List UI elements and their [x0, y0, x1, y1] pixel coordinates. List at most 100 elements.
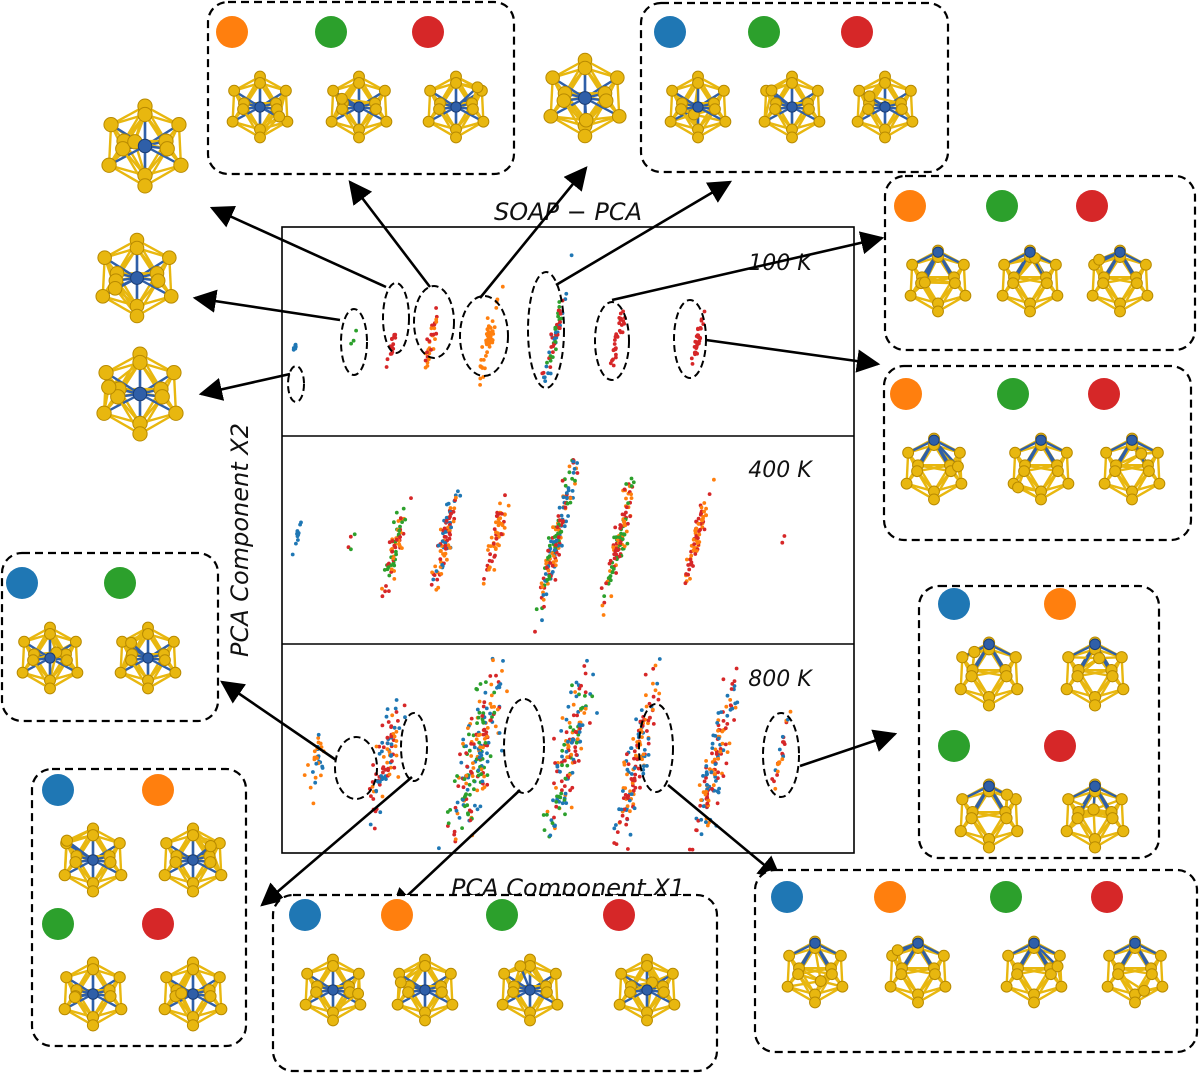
scatter-point: [712, 477, 716, 482]
scatter-point: [718, 749, 723, 754]
scatter-point: [622, 762, 627, 767]
scatter-point: [541, 593, 546, 597]
gold-atom: [1002, 949, 1015, 962]
gold-atom: [1071, 812, 1084, 825]
gold-atom: [186, 885, 200, 898]
scatter-point: [371, 763, 375, 767]
gold-atom: [169, 666, 182, 679]
scatter-point: [478, 383, 482, 387]
scatter-point: [547, 350, 552, 355]
scatter-point: [493, 724, 498, 729]
gold-atom: [204, 856, 217, 869]
scatter-point: [657, 691, 662, 696]
gold-atom: [158, 869, 171, 882]
dopant-atom: [912, 937, 924, 949]
scatter-point: [559, 729, 564, 733]
scatter-point: [565, 755, 569, 760]
selection-ellipse: [638, 703, 674, 793]
gold-atom: [641, 1014, 653, 1027]
scatter-point: [439, 560, 443, 564]
scatter-point: [629, 496, 634, 500]
selection-ellipse: [503, 698, 545, 794]
scatter-point: [694, 549, 699, 553]
gold-atom: [125, 636, 138, 649]
gold-atom: [104, 856, 117, 869]
scatter-point: [554, 347, 558, 352]
scatter-point: [542, 375, 546, 380]
scatter-point: [383, 589, 387, 594]
scatter-point: [568, 788, 572, 793]
dopant-atom: [1024, 246, 1036, 258]
scatter-point: [488, 754, 493, 759]
gold-atom: [44, 682, 56, 695]
scatter-point: [640, 757, 644, 762]
gold-atom: [1139, 258, 1152, 271]
gold-atom: [186, 1019, 200, 1032]
scatter-point: [403, 517, 408, 522]
scatter-point: [425, 337, 430, 342]
scatter-point: [448, 506, 453, 510]
scatter-point: [607, 561, 612, 566]
scatter-point: [497, 731, 502, 735]
scatter-point: [389, 742, 394, 747]
y-axis-label: PCA Component X2: [226, 423, 254, 657]
scatter-point: [701, 790, 706, 795]
scatter-point: [548, 561, 553, 565]
gold-atom: [446, 998, 459, 1011]
scatter-point: [447, 536, 452, 541]
scatter-point: [566, 739, 570, 744]
gold-atom: [16, 666, 29, 679]
gold-atom: [175, 987, 188, 1000]
scatter-point: [702, 779, 707, 784]
scatter-point: [617, 321, 622, 326]
scatter-point: [583, 671, 588, 676]
scatter-point: [485, 339, 490, 344]
gold-atom: [168, 405, 184, 421]
scatter-point: [294, 541, 298, 546]
legend-dot-orange: [894, 190, 926, 222]
scatter-point: [496, 531, 500, 536]
nanocluster-structure: [904, 244, 972, 318]
gold-atom: [781, 980, 794, 993]
scatter-point: [568, 500, 573, 505]
dopant-atom: [327, 984, 339, 996]
gold-atom: [968, 645, 981, 659]
scatter-point: [462, 777, 467, 781]
gold-atom: [1055, 980, 1068, 993]
gold-atom: [1062, 651, 1075, 664]
gold-atom: [928, 968, 941, 981]
scatter-point: [567, 470, 572, 475]
gold-atom: [137, 106, 153, 123]
scatter-point: [547, 554, 552, 559]
legend-dot-blue: [6, 567, 38, 599]
scatter-point: [632, 806, 637, 811]
gold-atom: [44, 628, 56, 640]
scatter-point: [477, 740, 482, 745]
scatter-point: [293, 342, 298, 347]
selection-ellipse: [459, 295, 509, 377]
scatter-point: [473, 803, 477, 808]
scatter-point: [377, 751, 382, 756]
scatter-point: [458, 493, 463, 498]
scatter-point: [630, 781, 635, 785]
gold-atom: [1049, 258, 1062, 271]
scatter-point: [564, 291, 569, 296]
gold-atom: [380, 115, 393, 128]
scatter-point: [728, 698, 733, 702]
scatter-point: [610, 358, 614, 363]
scatter-point: [397, 528, 402, 533]
scatter-point: [552, 736, 556, 741]
callout-arrow: [192, 289, 341, 322]
selection-ellipse: [413, 285, 455, 359]
gold-atom: [1103, 949, 1116, 962]
scatter-point: [624, 822, 629, 827]
gold-atom: [956, 793, 969, 806]
gold-atom: [657, 986, 670, 999]
scatter-point: [469, 716, 474, 721]
scatter-point: [466, 812, 470, 817]
scatter-point: [556, 314, 560, 319]
dopant-atom: [130, 271, 144, 285]
scatter-point: [782, 534, 787, 538]
scatter-point: [308, 785, 313, 790]
scatter-point: [554, 804, 559, 809]
